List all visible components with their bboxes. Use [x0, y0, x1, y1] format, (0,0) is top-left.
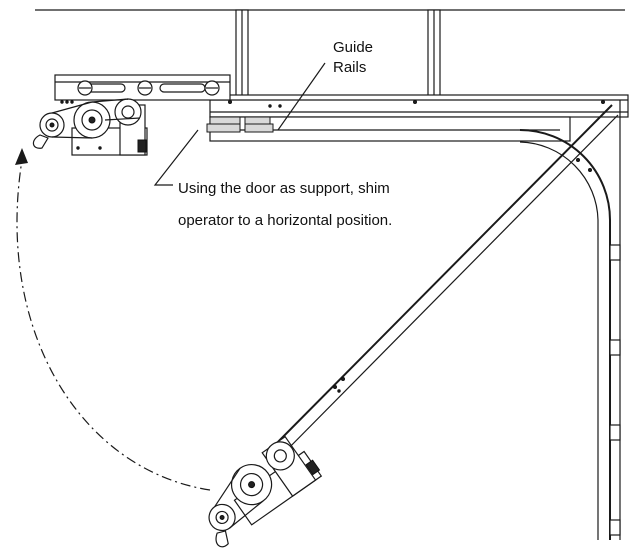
diagonal-rail	[264, 104, 619, 463]
instruction-callout: Using the door as support, shim operator…	[153, 129, 392, 229]
guide-rails-label-line1: Guide	[333, 39, 373, 56]
guide-rails-callout: Guide Rails	[277, 39, 373, 131]
header-bracket	[54, 74, 231, 101]
guide-rails-label-line2: Rails	[333, 59, 366, 76]
shims	[206, 116, 274, 133]
opener-unit-top	[32, 98, 148, 156]
instruction-label-line1: Using the door as support, shim	[178, 180, 390, 197]
guide-rail-horizontal	[209, 94, 629, 142]
guide-rail-curved	[519, 100, 621, 540]
instruction-label-line2: operator to a horizontal position.	[178, 212, 392, 229]
opener-unit-bottom	[208, 435, 323, 548]
curved-dashed-arrow-icon	[15, 148, 211, 491]
